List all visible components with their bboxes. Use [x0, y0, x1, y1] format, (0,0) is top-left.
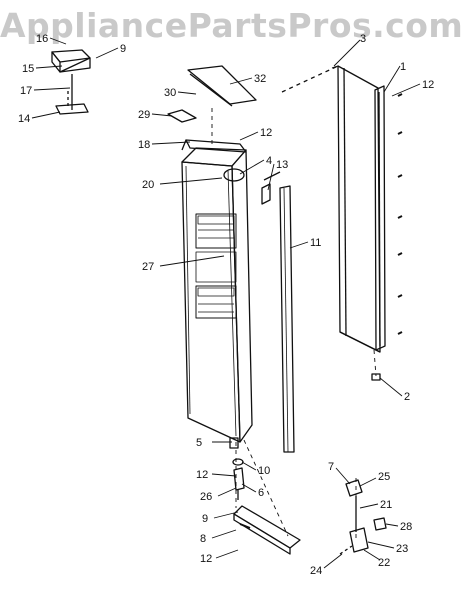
callout-22: 22 — [378, 557, 390, 569]
callout-12d: 12 — [200, 553, 212, 565]
callout-2: 2 — [404, 391, 410, 403]
bottom-hinge — [229, 437, 245, 500]
bottom-bracket — [233, 505, 301, 555]
callout-7: 7 — [328, 461, 334, 473]
callout-29: 29 — [138, 109, 150, 121]
callout-10: 10 — [258, 465, 270, 477]
callout-3: 3 — [360, 33, 366, 45]
callout-21: 21 — [380, 499, 392, 511]
callout-12b: 12 — [260, 127, 272, 139]
callout-5: 5 — [196, 437, 202, 449]
bottom-clip — [371, 373, 381, 381]
small-bracket — [167, 109, 197, 123]
callout-17: 17 — [20, 85, 32, 97]
freezer-door — [181, 147, 253, 443]
callout-9b: 9 — [202, 513, 208, 525]
cabinet-side-panel — [281, 65, 381, 353]
callout-23: 23 — [396, 543, 408, 555]
callout-13: 13 — [276, 159, 288, 171]
upper-hinge — [51, 49, 91, 115]
callout-26: 26 — [200, 491, 212, 503]
lower-right-hinge — [339, 479, 387, 555]
callout-12c: 12 — [196, 469, 208, 481]
top-door-trim — [181, 139, 247, 153]
callout-25: 25 — [378, 471, 390, 483]
panel-screws — [397, 93, 403, 335]
callout-9: 9 — [120, 43, 126, 55]
callout-12a: 12 — [422, 79, 434, 91]
hinge-strip — [374, 85, 386, 351]
callout-4: 4 — [266, 155, 272, 167]
callout-32: 32 — [254, 73, 266, 85]
callout-11: 11 — [310, 237, 321, 249]
callout-18: 18 — [138, 139, 150, 151]
callout-24: 24 — [310, 565, 322, 577]
callout-6: 6 — [258, 487, 264, 499]
door-gasket-strip — [261, 171, 295, 453]
callout-leaders — [31, 37, 421, 569]
callout-8: 8 — [200, 533, 206, 545]
callout-28: 28 — [400, 521, 412, 533]
callout-15: 15 — [22, 63, 34, 75]
callout-1: 1 — [400, 61, 406, 73]
callout-20: 20 — [142, 179, 154, 191]
callout-30: 30 — [164, 87, 176, 99]
watermark-logo: AppliancePartsPros.com — [0, 6, 462, 45]
callout-27: 27 — [142, 261, 154, 273]
callout-labels: 16 9 15 17 14 3 1 12 32 30 29 18 12 4 20… — [18, 33, 434, 577]
top-plate — [187, 65, 257, 107]
callout-16: 16 — [36, 33, 48, 45]
callout-14: 14 — [18, 113, 30, 125]
